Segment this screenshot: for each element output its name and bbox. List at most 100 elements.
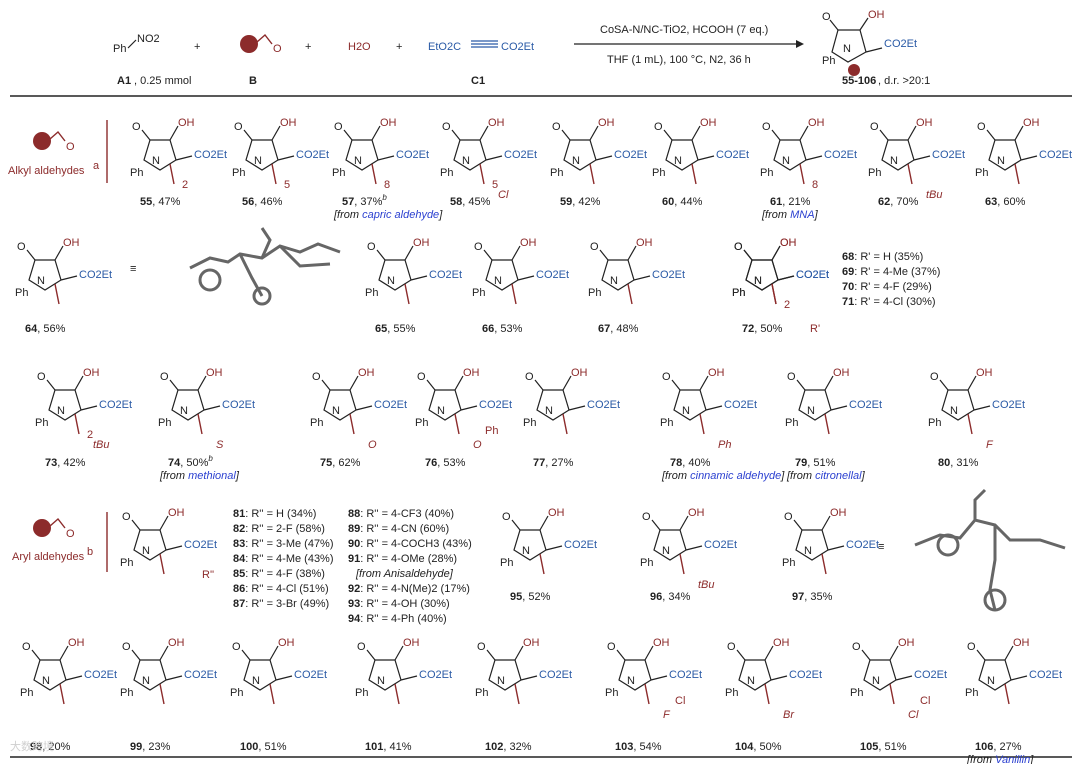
ester-label: CO2Et [992,399,1025,411]
nitrogen-label: N [872,675,880,687]
nitrogen-label: N [354,155,362,167]
carbonyl-o: O [552,121,561,133]
ester-label: CO2Et [536,269,569,281]
hydroxy-label: OH [403,637,420,649]
hydroxy-label: OH [653,637,670,649]
svg-text:89: R'' = 4-CN (60%): 89: R'' = 4-CN (60%) [348,523,449,535]
svg-text:71: R' = 4-Cl (30%): 71: R' = 4-Cl (30%) [842,296,936,308]
nitrogen-label: N [674,155,682,167]
nitrogen-label: N [987,675,995,687]
nitrogen-label: N [494,275,502,287]
carbonyl-o: O [590,241,599,253]
phenyl-label: Ph [365,287,378,299]
carbonyl-o: O [727,641,736,653]
plus-3: + [396,41,402,53]
hydroxy-label: OH [571,367,588,379]
phenyl-label: Ph [785,417,798,429]
phenyl-label: Ph [732,287,745,299]
nitrogen-label: N [142,675,150,687]
hydroxy-label: OH [808,117,825,129]
nitrogen-label: N [610,275,618,287]
svg-text:O: O [66,141,75,153]
nitrogen-label: N [152,155,160,167]
phenyl-label: Ph [310,417,323,429]
phenyl-label: Ph [550,167,563,179]
compound-label-102: 102, 32% [485,741,532,753]
crystal-structure-64 [189,227,341,306]
nitrogen-label: N [522,545,530,557]
plus-1: + [194,41,200,53]
plus-2: + [305,41,311,53]
product-o: O [822,11,831,23]
product-dr: , d.r. >20:1 [878,75,930,87]
nitrogen-label: N [180,405,188,417]
hydroxy-label: OH [773,637,790,649]
nitrogen-label: N [662,545,670,557]
hydroxy-label: OH [178,117,195,129]
reactant-a-amount: , 0.25 mmol [134,75,191,87]
compound-label-60: 60, 44% [662,196,703,208]
phenyl-label: Ph [440,167,453,179]
compound-label-105: 105, 51% [860,741,907,753]
compound-label-77: 77, 27% [533,457,574,469]
compound-label-76: 76, 53% [425,457,466,469]
phenyl-label: Ph [15,287,28,299]
compound-label-61: 61, 21% [770,196,811,208]
compound-label-63: 63, 60% [985,196,1026,208]
compound-label-72: 72, 50% [742,323,783,335]
ester-label: CO2Et [184,539,217,551]
hydroxy-label: OH [830,507,847,519]
phenyl-label: Ph [230,687,243,699]
compound-label-99: 99, 23% [130,741,171,753]
substituent-label: Cl [908,709,919,721]
phenyl-label: Ph [850,687,863,699]
nitrogen-label: N [747,675,755,687]
alkyne-right: CO2Et [501,41,534,53]
substituent-label: Ph [718,439,731,451]
carbonyl-o: O [442,121,451,133]
nitrogen-label: N [997,155,1005,167]
compound-label-56: 56, 46% [242,196,283,208]
hydroxy-label: OH [898,637,915,649]
aryl-aldehydes-label: Aryl aldehydes [12,551,85,563]
r-double-prime: R'' [202,569,214,581]
carbonyl-o: O [734,241,743,253]
carbonyl-o: O [734,241,743,253]
svg-text:[from Anisaldehyde]: [from Anisaldehyde] [355,568,454,580]
carbonyl-o: O [870,121,879,133]
ester-label: CO2Et [79,269,112,281]
compound-label-103: 103, 54% [615,741,662,753]
carbonyl-o: O [787,371,796,383]
carbonyl-o: O [967,641,976,653]
svg-text:b: b [87,546,93,558]
water: H2O [348,41,371,53]
ester-label: CO2Et [796,269,829,281]
svg-text:68: R' = H (35%): 68: R' = H (35%) [842,251,923,263]
hydroxy-label: OH [68,637,85,649]
hydroxy-label: OH [548,507,565,519]
phenyl-label: Ph [523,417,536,429]
ester-label: CO2Et [374,399,407,411]
svg-text:81: R'' = H (34%): 81: R'' = H (34%) [233,508,316,520]
carbonyl-o: O [474,241,483,253]
svg-text:69: R' = 4-Me (37%): 69: R' = 4-Me (37%) [842,266,940,278]
svg-text:92: R'' = 4-N(Me)2 (17%): 92: R'' = 4-N(Me)2 (17%) [348,583,470,595]
chain-length: 5 [284,179,290,191]
carbonyl-o: O [122,511,131,523]
carbonyl-o: O [607,641,616,653]
svg-text:94: R'' = 4-Ph (40%): 94: R'' = 4-Ph (40%) [348,613,447,625]
carbonyl-o: O [37,371,46,383]
reactant-a-number: A1 [117,75,131,87]
substituent-label: O [473,439,482,451]
compound-label-100: 100, 51% [240,741,287,753]
phenyl-label: Ph [355,687,368,699]
